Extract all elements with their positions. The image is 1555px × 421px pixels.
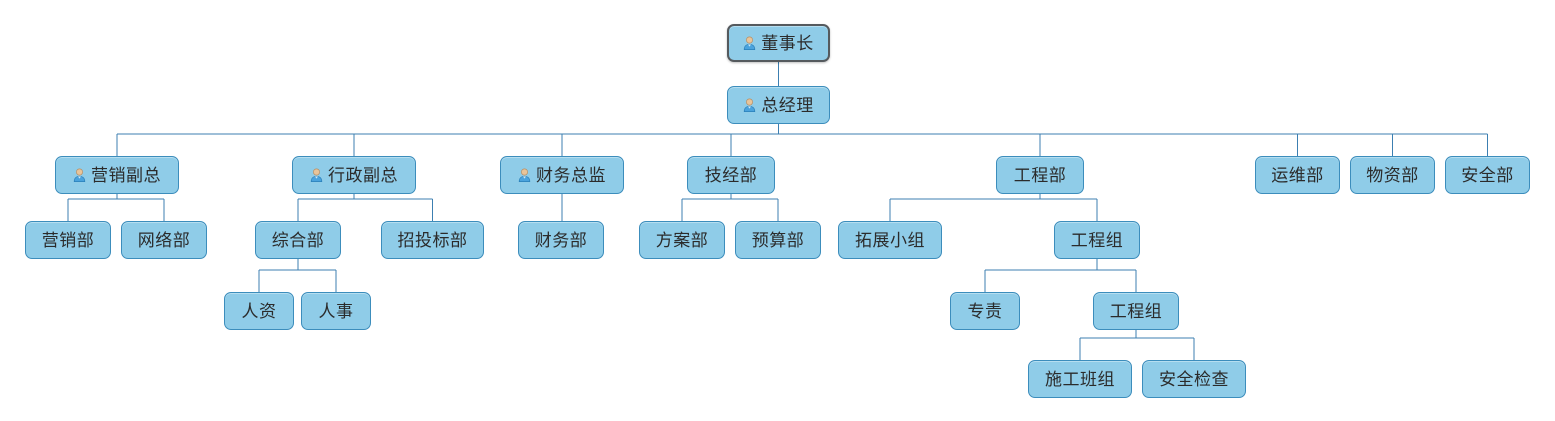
org-node-label: 安全部 (1461, 165, 1514, 185)
org-node-label: 人资 (241, 301, 277, 321)
org-node-label: 安全检查 (1159, 369, 1229, 389)
org-node[interactable]: 人事 (301, 292, 371, 330)
org-node-label: 施工班组 (1045, 369, 1115, 389)
org-node[interactable]: 预算部 (735, 221, 821, 259)
org-node[interactable]: 拓展小组 (838, 221, 942, 259)
org-node-label: 财务部 (534, 230, 588, 250)
org-node-label: 总经理 (761, 95, 814, 115)
person-icon (310, 168, 323, 182)
org-node[interactable]: 营销副总 (55, 156, 179, 194)
org-node-label: 网络部 (137, 230, 191, 250)
org-node[interactable]: 安全部 (1445, 156, 1530, 194)
org-node[interactable]: 方案部 (639, 221, 725, 259)
org-node-label: 预算部 (751, 230, 805, 250)
org-node-label: 行政副总 (328, 165, 398, 185)
person-icon (743, 98, 756, 112)
org-node[interactable]: 财务部 (518, 221, 604, 259)
person-icon (743, 36, 756, 50)
org-node[interactable]: 专责 (950, 292, 1020, 330)
org-node-label: 董事长 (761, 33, 814, 53)
org-node-label: 技经部 (704, 165, 758, 185)
org-node-label: 综合部 (271, 230, 325, 250)
person-icon (518, 168, 531, 182)
org-node[interactable]: 董事长 (727, 24, 830, 62)
org-node[interactable]: 营销部 (25, 221, 111, 259)
org-node-label: 营销副总 (91, 165, 161, 185)
org-node[interactable]: 工程组 (1054, 221, 1140, 259)
org-node[interactable]: 运维部 (1255, 156, 1340, 194)
org-node-label: 工程部 (1013, 165, 1067, 185)
org-node[interactable]: 物资部 (1350, 156, 1435, 194)
org-node[interactable]: 施工班组 (1028, 360, 1132, 398)
org-node-label: 专责 (967, 301, 1003, 321)
org-node[interactable]: 技经部 (687, 156, 775, 194)
org-node-label: 物资部 (1366, 165, 1419, 185)
org-node-label: 工程组 (1070, 230, 1124, 250)
org-node-label: 拓展小组 (855, 230, 925, 250)
org-node[interactable]: 财务总监 (500, 156, 624, 194)
org-node[interactable]: 工程部 (996, 156, 1084, 194)
person-icon (73, 168, 86, 182)
org-node-label: 财务总监 (536, 165, 606, 185)
org-node[interactable]: 安全检查 (1142, 360, 1246, 398)
org-node[interactable]: 招投标部 (381, 221, 484, 259)
org-node[interactable]: 综合部 (255, 221, 341, 259)
org-node[interactable]: 网络部 (121, 221, 207, 259)
org-node-label: 方案部 (655, 230, 709, 250)
org-node-label: 招投标部 (397, 230, 468, 250)
org-node[interactable]: 总经理 (727, 86, 830, 124)
org-node-label: 人事 (318, 301, 354, 321)
org-node[interactable]: 工程组 (1093, 292, 1179, 330)
org-node-label: 营销部 (41, 230, 95, 250)
org-node-label: 工程组 (1109, 301, 1163, 321)
org-node[interactable]: 人资 (224, 292, 294, 330)
org-node-label: 运维部 (1271, 165, 1324, 185)
org-node[interactable]: 行政副总 (292, 156, 416, 194)
